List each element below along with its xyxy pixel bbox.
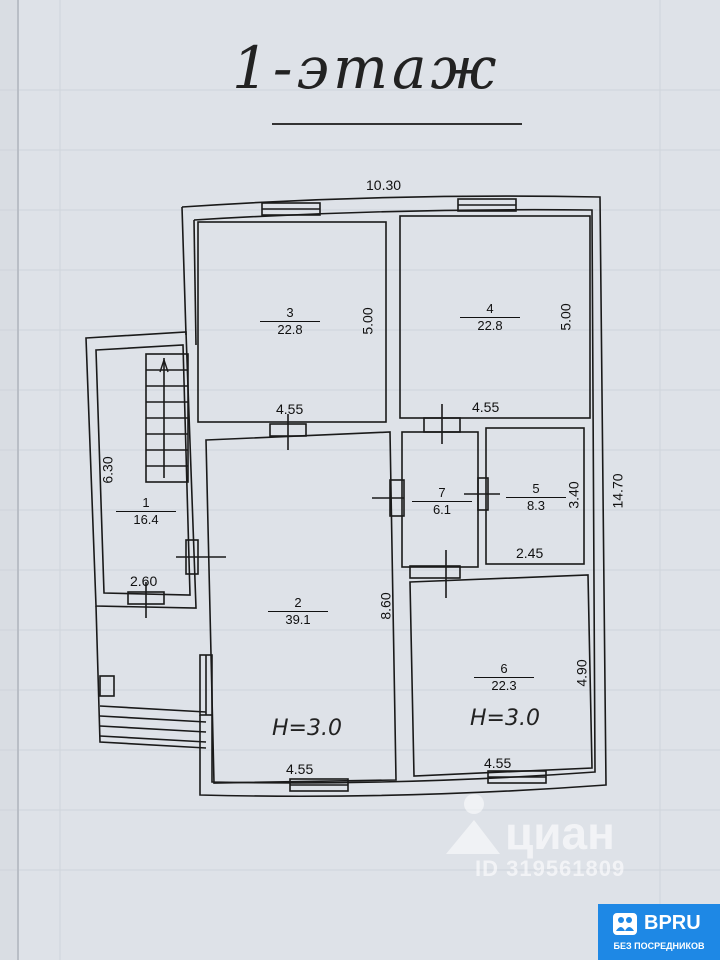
dimension-room5-height: 3.40 — [565, 481, 582, 509]
dimension-bottom-right-width: 4.55 — [484, 755, 512, 771]
dimension-right-height: 14.70 — [609, 473, 626, 509]
ceiling-height-right: H=3.0 — [470, 706, 540, 731]
badge-subtitle: БЕЗ ПОСРЕДНИКОВ — [613, 941, 705, 951]
people-icon — [613, 913, 637, 935]
bpru-badge[interactable]: BPRU БЕЗ ПОСРЕДНИКОВ — [598, 904, 720, 960]
dimension-room4-height: 5.00 — [557, 303, 574, 331]
dimension-room1-width: 2.60 — [130, 573, 158, 589]
cian-logo-icon — [446, 794, 500, 854]
dimension-top-width: 10.30 — [366, 177, 402, 193]
dimension-room6-height: 4.90 — [573, 659, 590, 687]
watermark-brand: циан — [505, 807, 615, 859]
dimension-mid-right-width: 4.55 — [472, 399, 500, 415]
watermark-id: ID 319561809 — [475, 856, 626, 881]
dimension-bottom-left-width: 4.55 — [286, 761, 314, 777]
badge-logo-text: BPRU — [644, 912, 701, 934]
floor-title: 1-этаж — [232, 34, 501, 102]
dimension-room1-height: 6.30 — [99, 456, 116, 484]
dimension-room2-height: 8.60 — [377, 592, 394, 620]
title-underline — [272, 123, 522, 125]
ceiling-height-left: H=3.0 — [272, 716, 342, 741]
dimension-room5-width: 2.45 — [516, 545, 544, 561]
dimension-mid-left-width: 4.55 — [276, 401, 304, 417]
dimension-room3-height: 5.00 — [359, 307, 376, 335]
